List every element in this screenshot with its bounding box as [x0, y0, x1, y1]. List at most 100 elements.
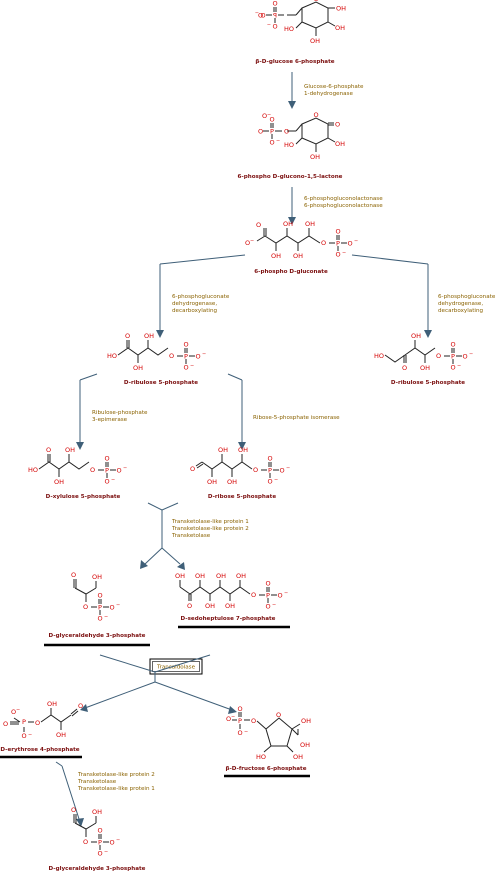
svg-text:OH: OH — [293, 753, 303, 761]
svg-text:P: P — [22, 718, 26, 726]
arrow-to-ribose — [227, 373, 246, 450]
svg-text:HO: HO — [256, 753, 266, 761]
svg-text:Transketolase: Transketolase — [77, 779, 117, 785]
svg-text:O: O — [436, 352, 441, 360]
svg-text:−: − — [276, 138, 280, 144]
arrow-transketolase-2 — [55, 761, 84, 827]
svg-text:O: O — [284, 127, 289, 135]
compound-sedoheptulose: OH O OH OH OH OH OH O D-sedoheptulose 7-… — [175, 572, 290, 629]
svg-text:OH: OH — [236, 572, 246, 580]
svg-text:1-dehydrogenase: 1-dehydrogenase — [304, 91, 353, 97]
label-glucose-6-phosphate: β-D-glucose 6-phosphate — [255, 59, 334, 65]
svg-text:O: O — [46, 446, 51, 454]
svg-text:HO: HO — [28, 466, 38, 474]
svg-text:decarboxylating: decarboxylating — [438, 308, 483, 314]
svg-text:OH: OH — [175, 572, 185, 580]
compound-gluconolactone: O P O O O − O − O O OH OH — [238, 111, 346, 180]
compound-phosphogluconate: O O − OH OH OH OH O 6-phospho D-gluconat… — [245, 220, 359, 275]
svg-text:O: O — [321, 239, 326, 247]
svg-text:Glucose-6-phosphate: Glucose-6-phosphate — [304, 84, 364, 90]
label-ribulose-right: D-ribulose 5-phosphate — [391, 380, 465, 386]
svg-text:OH: OH — [300, 741, 310, 749]
svg-text:dehydrogenase,: dehydrogenase, — [172, 301, 217, 307]
svg-text:O: O — [169, 352, 174, 360]
svg-text:O: O — [21, 732, 26, 740]
svg-text:P: P — [238, 717, 242, 725]
compound-fructose-6-phosphate: O − P O O − O O OH OH OH HO β-D-fructose… — [224, 705, 311, 778]
svg-text:OH: OH — [411, 332, 421, 340]
svg-text:O: O — [251, 717, 256, 725]
svg-text:O: O — [251, 591, 256, 599]
label-erythrose: D-erythrose 4-phosphate — [0, 747, 79, 753]
svg-text:HO: HO — [107, 352, 117, 360]
svg-text:O: O — [253, 466, 258, 474]
svg-text:O: O — [125, 332, 130, 340]
compound-ribulose-left: HO O OH OH O D-ribulose 5-phosphate — [107, 332, 207, 386]
enzyme-gluconolactonase: 6-phosphogluconolactonase 6-phosphogluco… — [304, 196, 383, 209]
svg-text:6-phosphogluconolactonase: 6-phosphogluconolactonase — [304, 196, 383, 202]
arrow-gluconolactonase — [288, 187, 296, 225]
arrow-to-ribulose-right — [351, 254, 432, 338]
svg-text:O: O — [402, 364, 407, 372]
svg-text:OH: OH — [133, 364, 143, 372]
svg-text:O: O — [237, 705, 242, 713]
compound-xylulose: HO O OH OH O D-xylulose 5-phosphate — [28, 446, 128, 500]
svg-text:HO: HO — [284, 25, 294, 33]
svg-text:O: O — [71, 806, 76, 814]
svg-text:OH: OH — [92, 573, 102, 581]
svg-text:OH: OH — [310, 153, 320, 161]
svg-text:O: O — [258, 127, 263, 135]
svg-text:O: O — [226, 715, 231, 723]
svg-text:O: O — [187, 602, 192, 610]
transaldolase-box[interactable]: Transaldolase — [149, 658, 203, 675]
svg-text:O: O — [262, 112, 267, 120]
svg-text:O: O — [71, 571, 76, 579]
svg-text:OH: OH — [293, 252, 303, 260]
svg-text:6-phosphogluconolactonase: 6-phosphogluconolactonase — [304, 203, 383, 209]
svg-text:Transketolase: Transketolase — [171, 533, 211, 539]
arrow-to-xylulose — [76, 373, 98, 450]
arrow-transketolase — [140, 502, 185, 570]
svg-text:Transketolase-like protein 2: Transketolase-like protein 2 — [171, 526, 249, 532]
compound-erythrose: O − P O − O O OH OH O D-erythrose 4-phos… — [0, 700, 83, 759]
svg-text:OH: OH — [305, 220, 315, 228]
svg-text:P: P — [270, 127, 274, 135]
svg-text:Transketolase-like protein 1: Transketolase-like protein 1 — [77, 786, 155, 792]
svg-text:OH: OH — [207, 478, 217, 486]
svg-text:O: O — [83, 603, 88, 611]
compound-glyceraldehyde-2: O OH O D-glyceraldehyde 3-phosphate — [49, 806, 146, 872]
svg-text:O: O — [3, 720, 8, 728]
svg-text:O: O — [276, 711, 281, 719]
svg-text:OH: OH — [225, 602, 235, 610]
svg-text:OH: OH — [310, 37, 320, 45]
svg-text:OH: OH — [205, 602, 215, 610]
compound-glyceraldehyde-1: O OH O D-glyceraldehyde 3-phosphate — [44, 571, 150, 647]
svg-text:−: − — [244, 729, 248, 735]
svg-text:OH: OH — [195, 572, 205, 580]
svg-text:O: O — [245, 239, 250, 247]
svg-text:HO: HO — [284, 141, 294, 149]
svg-text:O: O — [78, 702, 83, 710]
svg-text:OH: OH — [301, 717, 311, 725]
enzyme-ribulose-epimerase: Ribulose-phosphate 3-epimerase — [92, 410, 148, 423]
svg-text:HO: HO — [374, 352, 384, 360]
svg-text:OH: OH — [335, 140, 345, 148]
arrow-to-ribulose-left — [156, 254, 246, 338]
svg-text:O: O — [11, 708, 16, 716]
svg-text:6-phosphogluconate: 6-phosphogluconate — [438, 294, 496, 300]
svg-text:OH: OH — [227, 478, 237, 486]
label-glyceraldehyde-1: D-glyceraldehyde 3-phosphate — [49, 633, 146, 639]
svg-text:O: O — [256, 221, 261, 229]
svg-text:−: − — [231, 714, 235, 720]
svg-text:OH: OH — [336, 5, 346, 13]
svg-text:OH: OH — [335, 24, 345, 32]
label-phosphogluconate: 6-phospho D-gluconate — [254, 269, 328, 275]
svg-text:OH: OH — [216, 572, 226, 580]
enzyme-glucose-6-phosphate-dehydrogenase: Glucose-6-phosphate 1-dehydrogenase — [304, 84, 364, 97]
svg-text:O: O — [313, 0, 318, 3]
svg-text:O: O — [35, 719, 40, 727]
enzyme-transaldolase: Transaldolase — [156, 665, 196, 671]
svg-text:3-epimerase: 3-epimerase — [92, 417, 128, 423]
svg-text:−: − — [16, 707, 20, 713]
